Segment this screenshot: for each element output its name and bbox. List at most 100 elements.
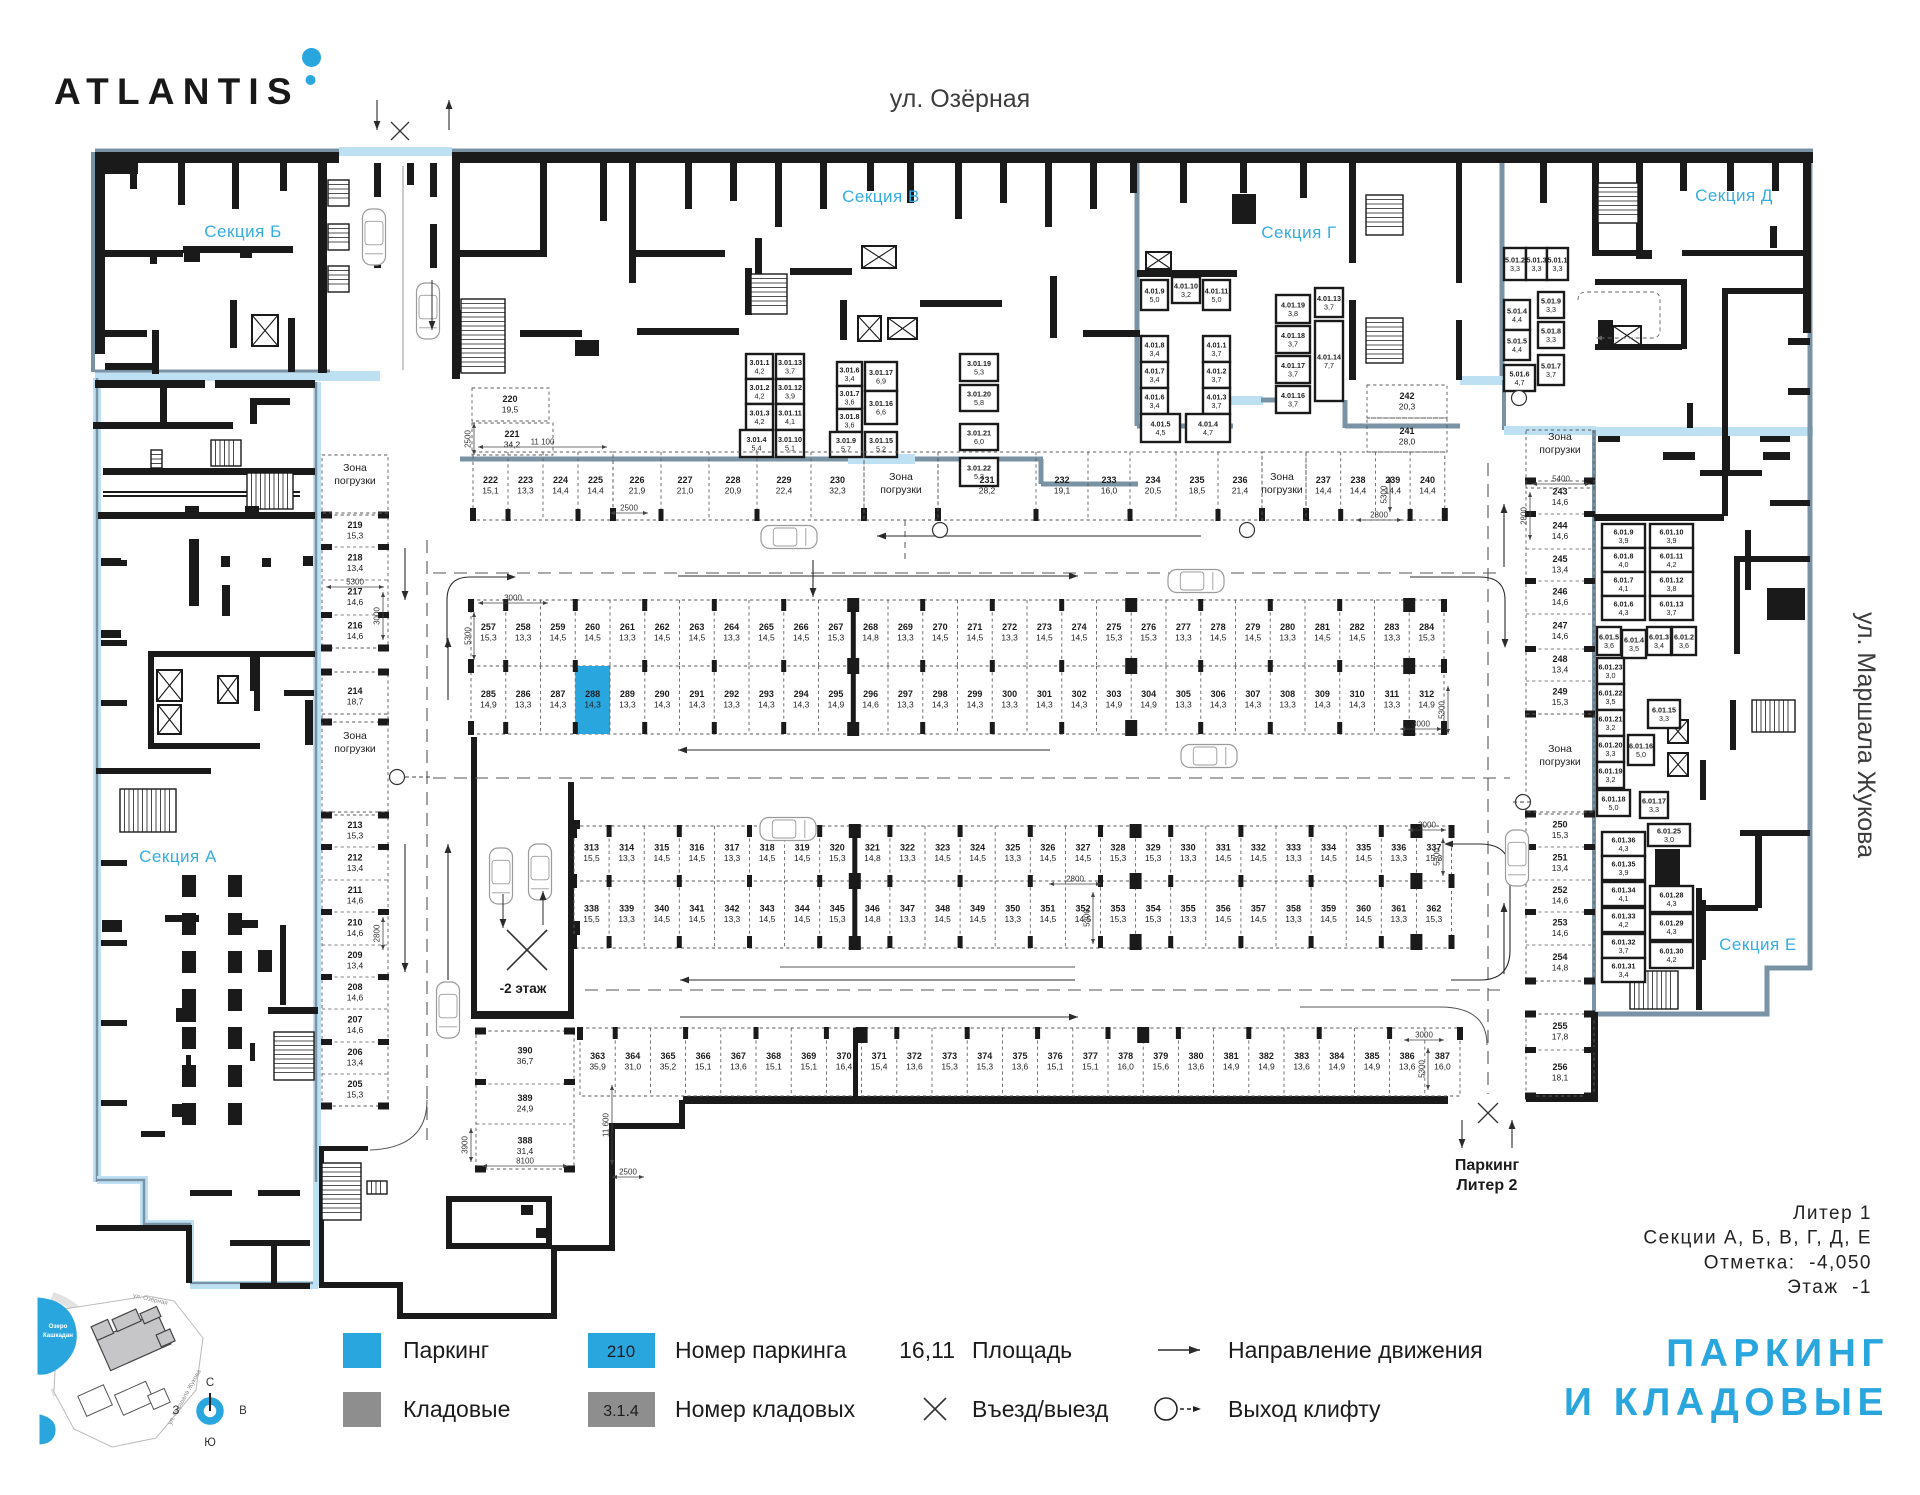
svg-text:6.01.20: 6.01.20 — [1599, 741, 1623, 750]
svg-text:18,7: 18,7 — [347, 697, 364, 707]
svg-text:5.01.2: 5.01.2 — [1505, 256, 1525, 265]
svg-text:5.01.8: 5.01.8 — [1541, 327, 1561, 336]
svg-text:14,5: 14,5 — [1040, 853, 1057, 863]
svg-text:3,4: 3,4 — [1150, 349, 1160, 358]
svg-text:Литер 2: Литер 2 — [1457, 1177, 1518, 1194]
svg-text:237: 237 — [1316, 475, 1331, 485]
svg-text:318: 318 — [760, 843, 775, 853]
svg-text:14,4: 14,4 — [587, 486, 604, 496]
svg-text:280: 280 — [1280, 622, 1295, 632]
svg-text:13,4: 13,4 — [347, 1058, 364, 1068]
svg-text:382: 382 — [1259, 1051, 1274, 1061]
svg-text:11 100: 11 100 — [531, 438, 555, 447]
svg-text:3,9: 3,9 — [1667, 536, 1677, 545]
svg-text:5,0: 5,0 — [1150, 295, 1160, 304]
svg-text:3,3: 3,3 — [1546, 335, 1556, 344]
svg-text:3,7: 3,7 — [1288, 370, 1298, 379]
svg-text:20,5: 20,5 — [1145, 486, 1162, 496]
svg-text:15,3: 15,3 — [1110, 914, 1127, 924]
svg-text:226: 226 — [629, 475, 644, 485]
svg-text:214: 214 — [347, 686, 362, 696]
svg-text:3,6: 3,6 — [845, 421, 855, 430]
svg-text:15,3: 15,3 — [347, 831, 364, 841]
svg-text:13,3: 13,3 — [724, 914, 741, 924]
svg-text:3000: 3000 — [373, 607, 382, 625]
svg-text:4,1: 4,1 — [1619, 584, 1629, 593]
svg-text:14,5: 14,5 — [793, 633, 810, 643]
svg-text:14,3: 14,3 — [1071, 700, 1088, 710]
svg-text:13,3: 13,3 — [1001, 633, 1018, 643]
svg-text:13,4: 13,4 — [347, 961, 364, 971]
svg-text:Въезд/выезд: Въезд/выезд — [972, 1396, 1109, 1422]
svg-text:6.01.15: 6.01.15 — [1652, 706, 1676, 715]
svg-text:15,4: 15,4 — [871, 1062, 888, 1072]
svg-text:298: 298 — [933, 689, 948, 699]
svg-text:6.01.16: 6.01.16 — [1629, 742, 1653, 751]
svg-text:6.01.32: 6.01.32 — [1612, 938, 1636, 947]
svg-text:15,3: 15,3 — [1106, 633, 1123, 643]
svg-text:14,6: 14,6 — [347, 597, 364, 607]
svg-text:333: 333 — [1286, 843, 1301, 853]
svg-text:366: 366 — [696, 1051, 711, 1061]
svg-text:340: 340 — [654, 904, 669, 914]
svg-text:3,4: 3,4 — [1619, 970, 1629, 979]
svg-text:251: 251 — [1552, 853, 1567, 863]
svg-text:4,2: 4,2 — [1667, 560, 1677, 569]
svg-text:16,11: 16,11 — [899, 1337, 955, 1363]
svg-text:14,5: 14,5 — [654, 853, 671, 863]
svg-text:Зона: Зона — [1548, 743, 1572, 755]
svg-text:360: 360 — [1356, 904, 1371, 914]
svg-text:3.01.22: 3.01.22 — [967, 464, 991, 473]
svg-text:15,1: 15,1 — [765, 1062, 782, 1072]
svg-text:6.01.9: 6.01.9 — [1614, 528, 1634, 537]
svg-text:17,8: 17,8 — [1552, 1032, 1569, 1042]
svg-text:34,2: 34,2 — [504, 440, 521, 450]
svg-text:359: 359 — [1321, 904, 1336, 914]
svg-text:5.01.9: 5.01.9 — [1541, 297, 1561, 306]
svg-text:384: 384 — [1329, 1051, 1344, 1061]
svg-text:362: 362 — [1426, 904, 1441, 914]
svg-text:245: 245 — [1552, 554, 1567, 564]
svg-text:3000: 3000 — [1418, 821, 1436, 830]
svg-text:383: 383 — [1294, 1051, 1309, 1061]
svg-text:4.01.6: 4.01.6 — [1145, 393, 1165, 402]
svg-text:13,6: 13,6 — [1012, 1062, 1029, 1072]
svg-text:385: 385 — [1364, 1051, 1379, 1061]
svg-text:15,6: 15,6 — [1153, 1062, 1170, 1072]
svg-text:224: 224 — [553, 475, 568, 485]
svg-text:264: 264 — [724, 622, 739, 632]
svg-text:3,9: 3,9 — [785, 392, 795, 401]
svg-text:3,7: 3,7 — [785, 367, 795, 376]
svg-text:3000: 3000 — [504, 594, 522, 603]
svg-text:14,4: 14,4 — [1385, 486, 1402, 496]
svg-text:220: 220 — [502, 394, 517, 404]
svg-text:14,4: 14,4 — [1419, 486, 1436, 496]
svg-text:344: 344 — [795, 904, 810, 914]
svg-text:14,9: 14,9 — [1418, 700, 1435, 710]
svg-text:325: 325 — [1005, 843, 1020, 853]
svg-text:Литер 1: Литер 1 — [1793, 1203, 1872, 1224]
svg-text:5300: 5300 — [1438, 701, 1447, 719]
svg-text:14,5: 14,5 — [1215, 914, 1232, 924]
svg-text:11 600: 11 600 — [602, 1113, 611, 1137]
svg-text:267: 267 — [828, 622, 843, 632]
svg-text:14,6: 14,6 — [1552, 896, 1569, 906]
svg-text:13,3: 13,3 — [1285, 914, 1302, 924]
svg-text:3,4: 3,4 — [1654, 641, 1664, 650]
svg-text:254: 254 — [1552, 952, 1567, 962]
svg-text:14,5: 14,5 — [1215, 853, 1232, 863]
svg-text:5,3: 5,3 — [974, 368, 984, 377]
svg-text:14,9: 14,9 — [828, 700, 845, 710]
svg-text:15,3: 15,3 — [1426, 853, 1443, 863]
svg-text:15,3: 15,3 — [941, 1062, 958, 1072]
svg-text:3.01.8: 3.01.8 — [840, 412, 860, 421]
svg-text:363: 363 — [590, 1051, 605, 1061]
svg-text:14,5: 14,5 — [967, 633, 984, 643]
svg-text:234: 234 — [1145, 475, 1160, 485]
svg-text:377: 377 — [1083, 1051, 1098, 1061]
svg-text:378: 378 — [1118, 1051, 1133, 1061]
svg-text:13,4: 13,4 — [1552, 863, 1569, 873]
svg-text:3,2: 3,2 — [1606, 775, 1616, 784]
svg-text:5,4: 5,4 — [752, 444, 762, 453]
svg-text:227: 227 — [677, 475, 692, 485]
